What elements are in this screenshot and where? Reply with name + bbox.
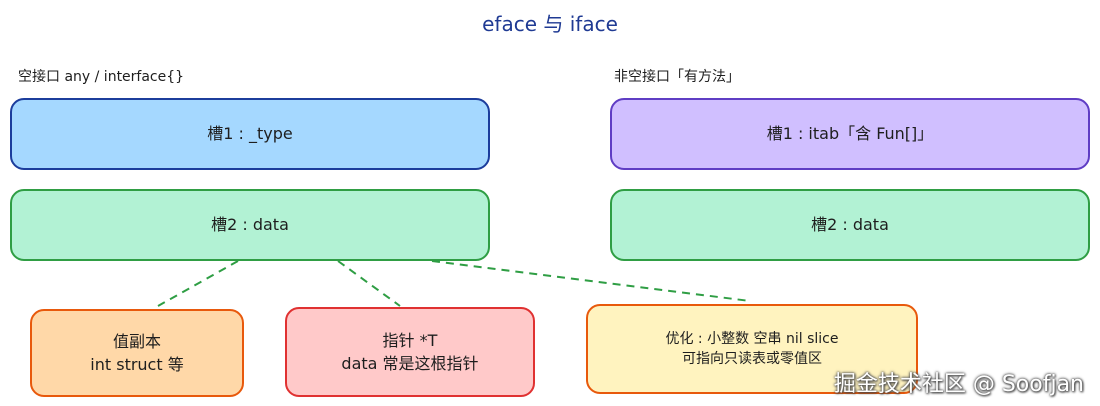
iface-slot2-text: 槽2 : data [811, 215, 889, 235]
watermark: 掘金技术社区 @ Soofjan [833, 372, 1084, 397]
pointer-note-line2: data 常是这根指针 [341, 354, 479, 373]
iface-slot1-text: 槽1 : itab「含 Fun[]」 [766, 124, 934, 144]
eface-slot1-text: 槽1 : _type [207, 124, 293, 144]
eface-slot1-box: 槽1 : _type [10, 98, 490, 170]
empty-interface-label: 空接口 any / interface{} [18, 69, 185, 85]
diagram-title: eface 与 iface [482, 12, 618, 36]
connector-to-pointer-note [337, 260, 401, 307]
connector-to-value-note [157, 260, 239, 307]
eface-slot2-box: 槽2 : data [10, 189, 490, 261]
iface-slot1-box: 槽1 : itab「含 Fun[]」 [610, 98, 1090, 170]
eface-slot2-text: 槽2 : data [211, 215, 289, 235]
pointer-note: 指针 *T data 常是这根指针 [285, 307, 535, 397]
value-note-line2: int struct 等 [90, 355, 184, 374]
optimization-note: 优化 : 小整数 空串 nil slice 可指向只读表或零值区 [586, 304, 918, 394]
connector-to-optimize-note [431, 260, 751, 302]
value-copy-note: 值副本 int struct 等 [30, 309, 244, 397]
optimize-note-line2: 可指向只读表或零值区 [681, 351, 822, 367]
pointer-note-line1: 指针 *T [382, 330, 438, 350]
iface-slot2-box: 槽2 : data [610, 189, 1090, 261]
optimize-note-line1: 优化 : 小整数 空串 nil slice [665, 330, 839, 347]
nonempty-interface-label: 非空接口「有方法」 [614, 69, 740, 85]
value-note-line1: 值副本 [112, 331, 161, 351]
